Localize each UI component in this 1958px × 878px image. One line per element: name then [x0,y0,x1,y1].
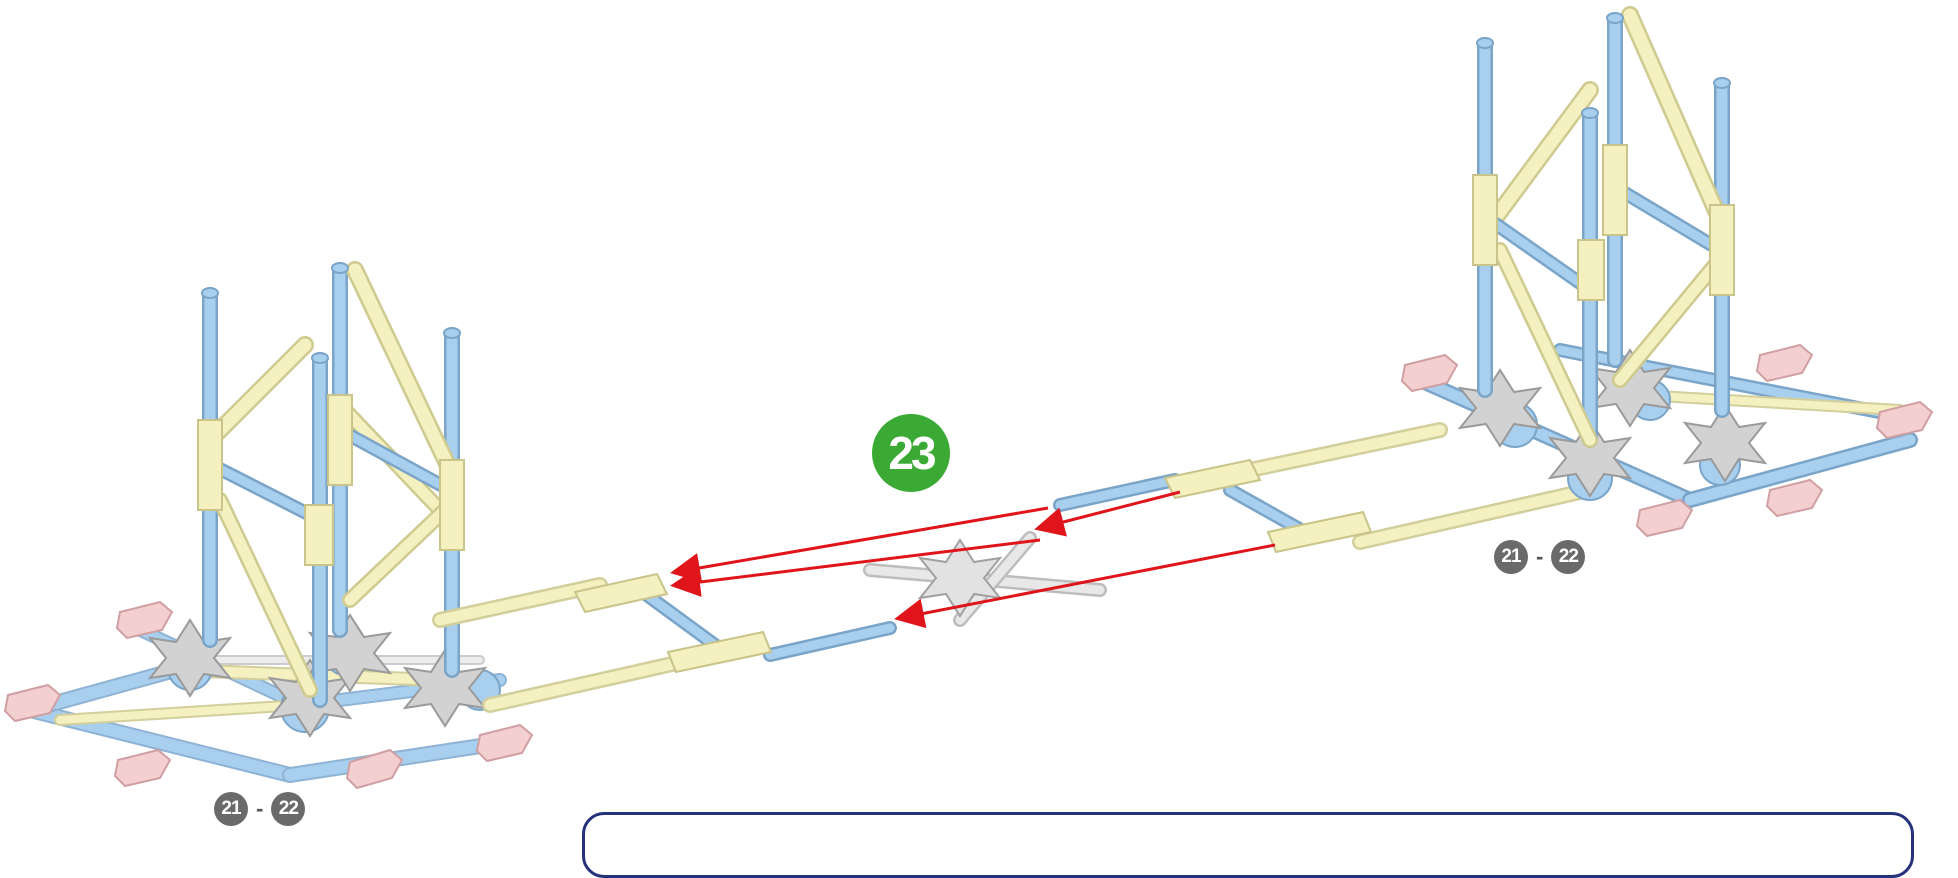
right-tower [1402,13,1932,536]
assembly-diagram [0,0,1958,840]
reference-end: 22 [271,792,305,826]
loose-parts [870,538,1100,620]
step-reference-right: 21 - 22 [1494,540,1585,574]
reference-start: 21 [214,792,248,826]
middle-frame-left [440,574,890,705]
reference-end: 22 [1551,540,1585,574]
reference-start: 21 [1494,540,1528,574]
instruction-note-box [582,812,1914,878]
reference-separator: - [256,796,263,822]
step-reference-left: 21 - 22 [214,792,305,826]
reference-separator: - [1536,544,1543,570]
middle-frame-right [1060,430,1580,552]
step-number-badge: 23 [872,414,950,492]
step-number: 23 [888,426,933,480]
left-tower [5,263,532,788]
